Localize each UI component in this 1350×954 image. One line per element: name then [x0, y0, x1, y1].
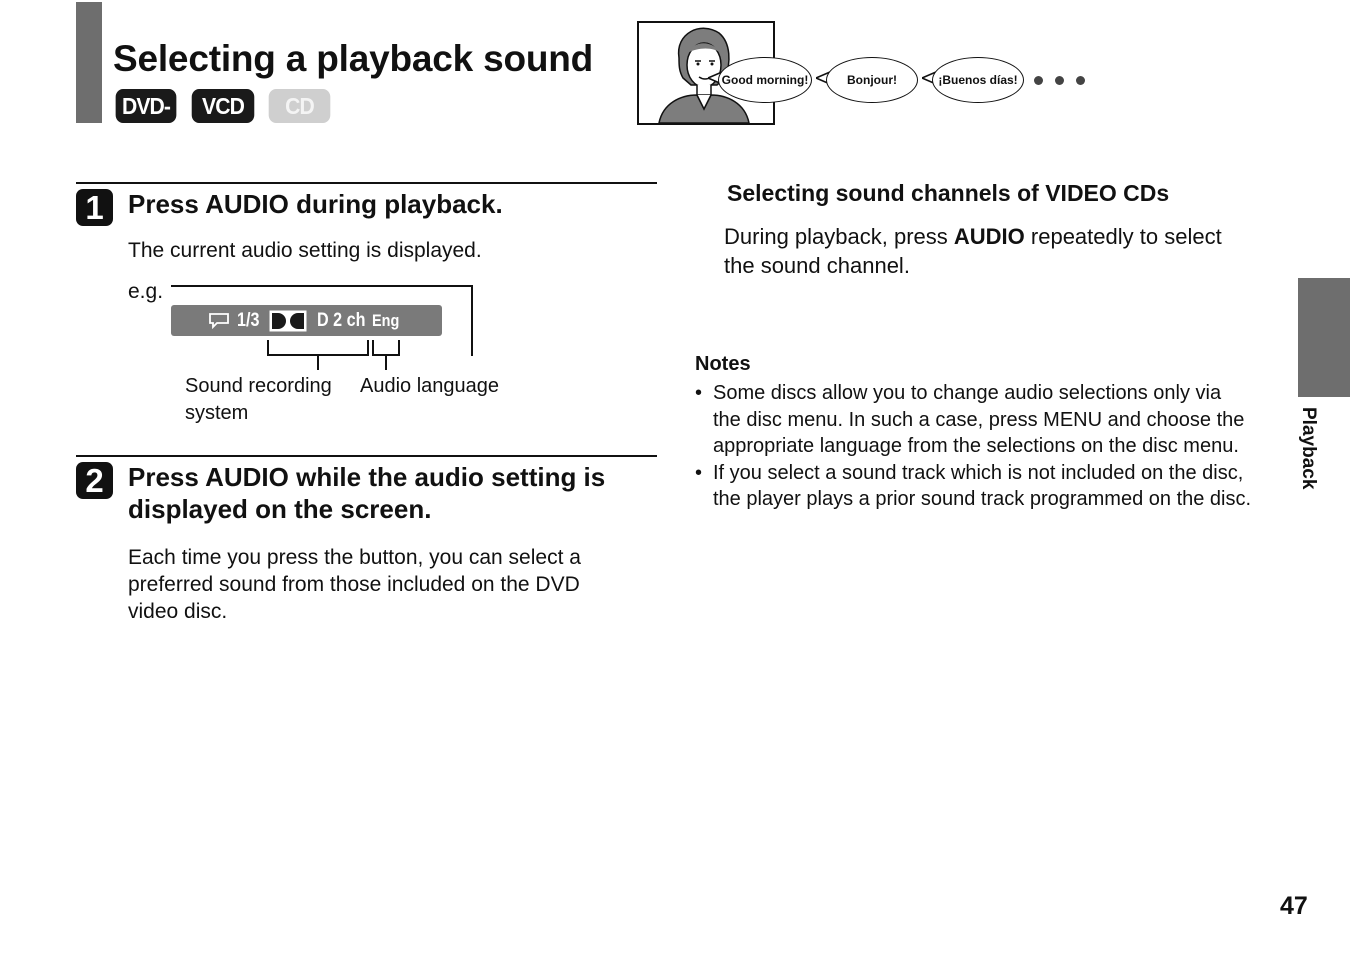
badge-cd: CD — [268, 89, 331, 123]
side-tab-marker — [1298, 278, 1350, 397]
speech-bubble-english: Good morning! — [718, 57, 812, 103]
bracket-sound — [267, 340, 269, 356]
note-1-line-2: the disc menu. In such a case, press MEN… — [713, 408, 1245, 431]
osd-track: 1/3 — [237, 310, 260, 331]
vcd-text-line-1: During playback, press AUDIO repeatedly … — [724, 222, 1222, 251]
bracket-sound — [267, 354, 369, 356]
ellipsis-dot — [1076, 76, 1085, 85]
osd-frame-right — [471, 285, 473, 356]
osd-format: D 2 ch — [317, 310, 366, 331]
bracket-language — [372, 340, 374, 356]
note-item: Some discs allow you to change audio sel… — [695, 380, 1285, 460]
note-2-line-2: the player plays a prior sound track pro… — [713, 488, 1252, 510]
notes-heading: Notes — [695, 353, 751, 375]
woman-speaking-icon — [658, 27, 750, 123]
example-label: e.g. — [128, 280, 164, 303]
badge-vcd: VCD — [191, 89, 255, 123]
speech-bubble-spanish: ¡Buenos días! — [932, 57, 1024, 103]
label-audio-language: Audio language — [360, 375, 500, 397]
step-1-number: 1 — [76, 189, 113, 226]
vcd-text-line-2: the sound channel. — [724, 253, 910, 278]
osd-audio-display: 1/3 D 2 ch Eng — [171, 305, 442, 336]
page-number: 47 — [1280, 892, 1308, 920]
step-2-number: 2 — [76, 462, 113, 499]
label-sound-recording-2: system — [185, 402, 249, 424]
note-1-line-3: appropriate language from the selections… — [713, 435, 1239, 457]
step-1-text: The current audio setting is displayed. — [128, 239, 482, 262]
notes-list: Some discs allow you to change audio sel… — [695, 380, 1285, 513]
section-divider — [76, 455, 657, 457]
leader-language — [385, 356, 387, 370]
ellipsis-dot — [1055, 76, 1064, 85]
section-divider — [76, 182, 657, 184]
step-2-title-line-2: displayed on the screen. — [128, 494, 432, 524]
bracket-sound — [367, 340, 369, 356]
speech-bubble-french: Bonjour! — [826, 57, 918, 103]
osd-frame-top — [171, 285, 473, 287]
side-tab-label: Playback — [1298, 407, 1319, 490]
audio-speech-icon — [209, 313, 229, 329]
step-2-text-line-2: preferred sound from those included on t… — [128, 573, 580, 596]
step-2-text-line-3: video disc. — [128, 600, 228, 623]
page-title: Selecting a playback sound — [113, 38, 594, 79]
dolby-digital-icon — [269, 310, 307, 332]
note-1-line-1: Some discs allow you to change audio sel… — [713, 382, 1222, 404]
vcd-heading: Selecting sound channels of VIDEO CDs — [727, 180, 1170, 206]
osd-language: Eng — [372, 311, 400, 330]
title-accent-bar — [76, 2, 102, 123]
step-2-title-line-1: Press AUDIO while the audio setting is — [128, 462, 606, 492]
label-sound-recording: Sound recording — [185, 375, 332, 397]
leader-sound — [317, 356, 319, 370]
step-1-title: Press AUDIO during playback. — [128, 189, 503, 219]
ellipsis-dot — [1034, 76, 1043, 85]
bracket-language — [372, 354, 400, 356]
vcd-text-bold: AUDIO — [953, 224, 1025, 249]
step-2-text-line-1: Each time you press the button, you can … — [128, 546, 581, 569]
bracket-language — [398, 340, 400, 356]
note-2-line-1: If you select a sound track which is not… — [713, 461, 1244, 484]
vcd-text-pre: During playback, press — [724, 224, 954, 249]
badge-dvd-v: DVD-V — [115, 89, 177, 153]
vcd-text-post: repeatedly to select — [1024, 224, 1222, 249]
note-item: If you select a sound track which is not… — [695, 460, 1285, 513]
